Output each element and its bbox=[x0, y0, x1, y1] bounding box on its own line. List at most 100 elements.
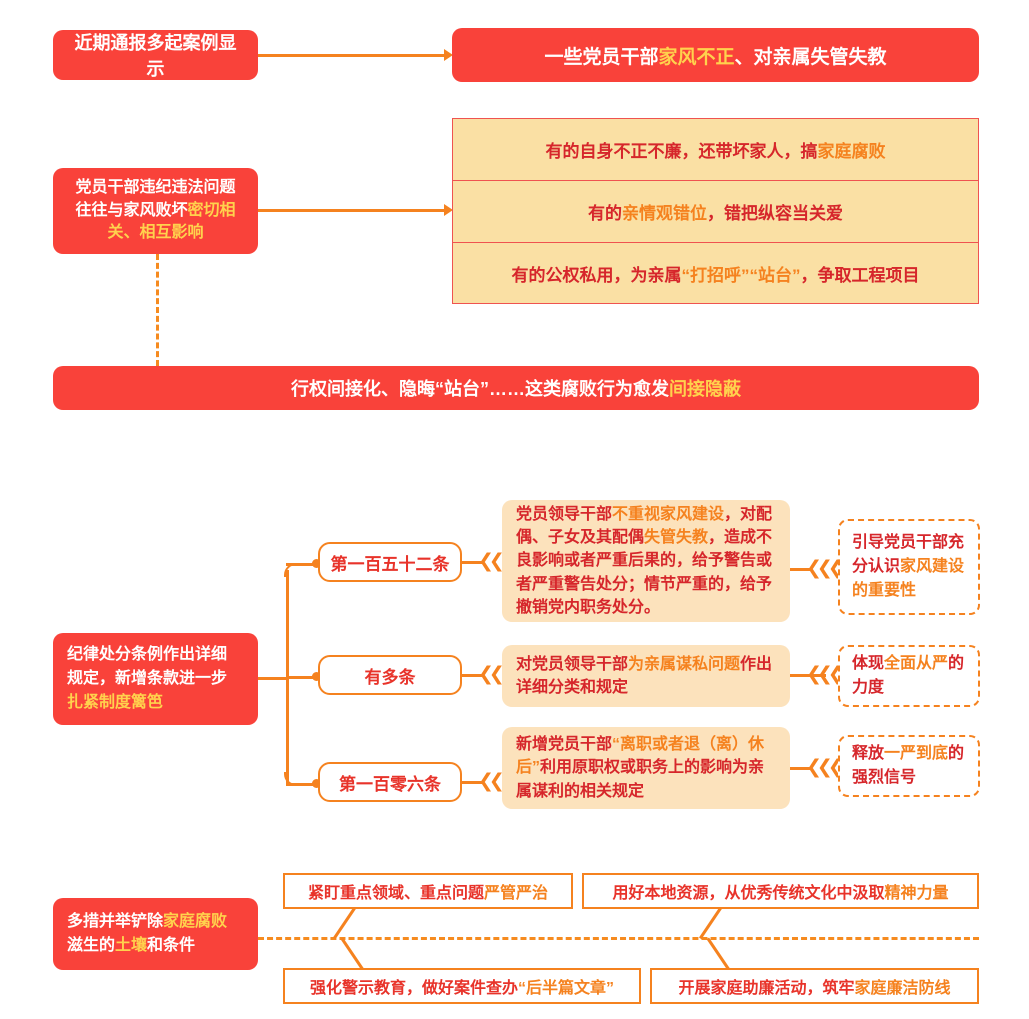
source-label-text: 近期通报多起案例显示 bbox=[74, 33, 237, 79]
detail3-hl1: “离职或者退（离）休后” bbox=[516, 736, 765, 777]
article-pill-152-label: 第一百五十二条 bbox=[330, 554, 450, 574]
note2-hl: 全面从严 bbox=[884, 655, 949, 672]
triple-chevron-left-icon: ❮❮❮ bbox=[806, 757, 844, 778]
article-detail-card-2: 对党员领导干部为亲属谋私问题作出详细分类和规定 bbox=[502, 645, 790, 707]
article-pill-106[interactable]: 第一百零六条 bbox=[318, 762, 462, 802]
article-detail-1-text: 党员领导干部不重视家风建设，对配偶、子女及其配偶失管失教，造成不良影响或者严重后… bbox=[516, 503, 776, 619]
detail1-hl2: 失管失教 bbox=[644, 529, 709, 547]
detail1-hl1: 不重视家风建设 bbox=[612, 506, 725, 524]
branch-dot bbox=[312, 559, 321, 568]
source-label-box: 近期通报多起案例显示 bbox=[53, 30, 258, 80]
dashed-connector-vertical bbox=[156, 254, 159, 366]
conclusion-pre: 行权间接化、隐晦“站台”……这类腐败行为愈发 bbox=[291, 379, 669, 399]
bracket-stem bbox=[258, 677, 288, 680]
triple-chevron-left-icon: ❮❮❮ bbox=[806, 558, 844, 579]
outcome-note-2: 体现全面从严的力度 bbox=[838, 645, 980, 707]
detail1-post: ，造成不良影响或者严重后果的，给予警告或者严重警告处分；情节严重的，给予撤销党内… bbox=[516, 529, 773, 616]
note1-pre: 引导党员干部充分认识 bbox=[852, 534, 965, 575]
connector-cause-to-table bbox=[258, 209, 448, 212]
reg-title-line-3: 扎紧制度篱笆 bbox=[67, 694, 164, 711]
branch-dot bbox=[312, 779, 321, 788]
detail2-pre: 对党员领导干部 bbox=[516, 655, 629, 673]
bracket-branch-bottom bbox=[286, 783, 320, 786]
headline-post: 、对亲属失管失教 bbox=[734, 46, 887, 68]
card-note-line-2 bbox=[790, 674, 826, 677]
measures-title-line-1: 多措并举铲除家庭腐败 bbox=[67, 910, 244, 934]
measure-box-3[interactable]: 强化警示教育，做好案件查办“后半篇文章” bbox=[283, 968, 641, 1004]
card-note-line-3 bbox=[790, 767, 812, 770]
measure-box-4[interactable]: 开展家庭助廉活动，筑牢家庭廉洁防线 bbox=[650, 968, 979, 1004]
row1-highlight: 家庭腐败 bbox=[817, 142, 886, 161]
fishbone-connector-3 bbox=[698, 906, 723, 939]
article-pill-multiple-label: 有多条 bbox=[364, 667, 416, 687]
measure1-pre: 紧盯重点领域、重点问题 bbox=[307, 885, 484, 902]
note3-pre: 释放 bbox=[852, 745, 885, 762]
article-pill-106-label: 第一百零六条 bbox=[339, 774, 441, 794]
row2-highlight: 亲情观错位 bbox=[622, 204, 707, 223]
headline-pre: 一些党员干部 bbox=[544, 46, 659, 68]
cause-line-3: 关、相互影响 bbox=[107, 224, 204, 242]
measures-title-line-2: 滋生的土壤和条件 bbox=[67, 934, 244, 958]
measures-line1-pre: 多措并举铲除 bbox=[67, 913, 164, 930]
outcome-note-2-text: 体现全面从严的力度 bbox=[852, 652, 966, 700]
note3-post: 的强烈信号 bbox=[852, 745, 965, 786]
measure4-pre: 开展家庭助廉活动，筑牢 bbox=[678, 980, 855, 997]
measure4-hl: 家庭廉洁防线 bbox=[854, 980, 951, 997]
detail3-pre: 新增党员干部 bbox=[516, 736, 613, 754]
bracket-corner-bottom bbox=[284, 772, 298, 786]
cause-line-1: 党员干部违纪违法问题 bbox=[75, 178, 236, 196]
article-detail-3-text: 新增党员干部“离职或者退（离）休后”利用原职权或职务上的影响为亲属谋利的相关规定 bbox=[516, 733, 776, 803]
reg-title-line-2: 规定，新增条款进一步 bbox=[67, 670, 228, 687]
row3-pre: 有的公权私用，为亲属 bbox=[511, 265, 682, 285]
connector-source-to-headline bbox=[258, 54, 448, 57]
cause-line-2-pre: 往往与家风败坏 bbox=[75, 201, 188, 219]
bracket-branch-top bbox=[286, 563, 320, 566]
outcome-note-1: 引导党员干部充分认识家风建设的重要性 bbox=[838, 519, 980, 615]
detail2-mid: 作出详细分类和规定 bbox=[516, 655, 773, 696]
measure-box-2[interactable]: 用好本地资源，从优秀传统文化中汲取精神力量 bbox=[582, 873, 979, 909]
measure1-hl: 严管严治 bbox=[484, 885, 549, 902]
row2-pre: 有的 bbox=[588, 204, 622, 223]
measures-title-box: 多措并举铲除家庭腐败 滋生的土壤和条件 bbox=[53, 898, 258, 970]
fishbone-connector-4 bbox=[706, 937, 731, 971]
measures-line2-post: 和条件 bbox=[147, 937, 196, 954]
table-row: 有的亲情观错位，错把纵容当关爱 bbox=[453, 181, 978, 243]
measure2-pre: 用好本地资源，从优秀传统文化中汲取 bbox=[612, 885, 885, 902]
conclusion-banner: 行权间接化、隐晦“站台”……这类腐败行为愈发间接隐蔽 bbox=[53, 366, 979, 410]
cause-line-2: 往往与家风败坏密切相 bbox=[65, 200, 246, 223]
conclusion-highlight: 间接隐蔽 bbox=[669, 379, 741, 399]
measures-line2-hl: 土壤 bbox=[115, 937, 148, 954]
cause-line-2-highlight: 密切相 bbox=[187, 201, 236, 219]
article-pill-152[interactable]: 第一百五十二条 bbox=[318, 542, 462, 582]
fishbone-connector-2 bbox=[340, 937, 365, 971]
measure-box-1[interactable]: 紧盯重点领域、重点问题严管严治 bbox=[283, 873, 573, 909]
headline-banner: 一些党员干部家风不正、对亲属失管失教 bbox=[452, 28, 979, 82]
table-row: 有的自身不正不廉，还带坏家人，搞家庭腐败 bbox=[453, 119, 978, 181]
pill-card-line-1 bbox=[462, 561, 484, 564]
measure3-pre: 强化警示教育，做好案件查办 bbox=[309, 980, 518, 997]
article-pill-multiple[interactable]: 有多条 bbox=[318, 655, 462, 695]
row1-pre: 有的自身不正不廉，还带坏家人，搞 bbox=[545, 142, 818, 161]
detail2-hl1: 为亲属谋私问题 bbox=[628, 655, 741, 673]
detail1-pre: 党员领导干部 bbox=[516, 506, 613, 524]
article-detail-card-1: 党员领导干部不重视家风建设，对配偶、子女及其配偶失管失教，造成不良影响或者严重后… bbox=[502, 500, 790, 622]
bracket-corner-top bbox=[284, 563, 298, 577]
arrowhead-icon-2 bbox=[444, 204, 453, 216]
detail3-mid: 利用原职权或职务上的影响为亲属谋利的相关规定 bbox=[516, 759, 765, 800]
row2-post: ，错把纵容当关爱 bbox=[707, 204, 843, 223]
card-note-line-1 bbox=[790, 568, 812, 571]
pill-card-line-3 bbox=[462, 781, 484, 784]
outcome-note-1-text: 引导党员干部充分认识家风建设的重要性 bbox=[852, 531, 966, 603]
note1-hl: 家风建设的重要性 bbox=[852, 558, 965, 599]
article-detail-2-text: 对党员领导干部为亲属谋私问题作出详细分类和规定 bbox=[516, 653, 776, 699]
measure3-hl: “后半篇文章” bbox=[518, 980, 615, 997]
table-row: 有的公权私用，为亲属“打招呼”“站台”，争取工程项目 bbox=[453, 243, 978, 303]
note2-post: 的力度 bbox=[852, 655, 965, 696]
branch-dot bbox=[312, 672, 321, 681]
outcome-note-3-text: 释放一严到底的强烈信号 bbox=[852, 742, 966, 790]
fishbone-connector-1 bbox=[332, 906, 357, 939]
measure2-hl: 精神力量 bbox=[884, 885, 949, 902]
measures-line1-hl: 家庭腐败 bbox=[163, 913, 228, 930]
row3-highlight: “打招呼”“站台” bbox=[681, 265, 801, 285]
